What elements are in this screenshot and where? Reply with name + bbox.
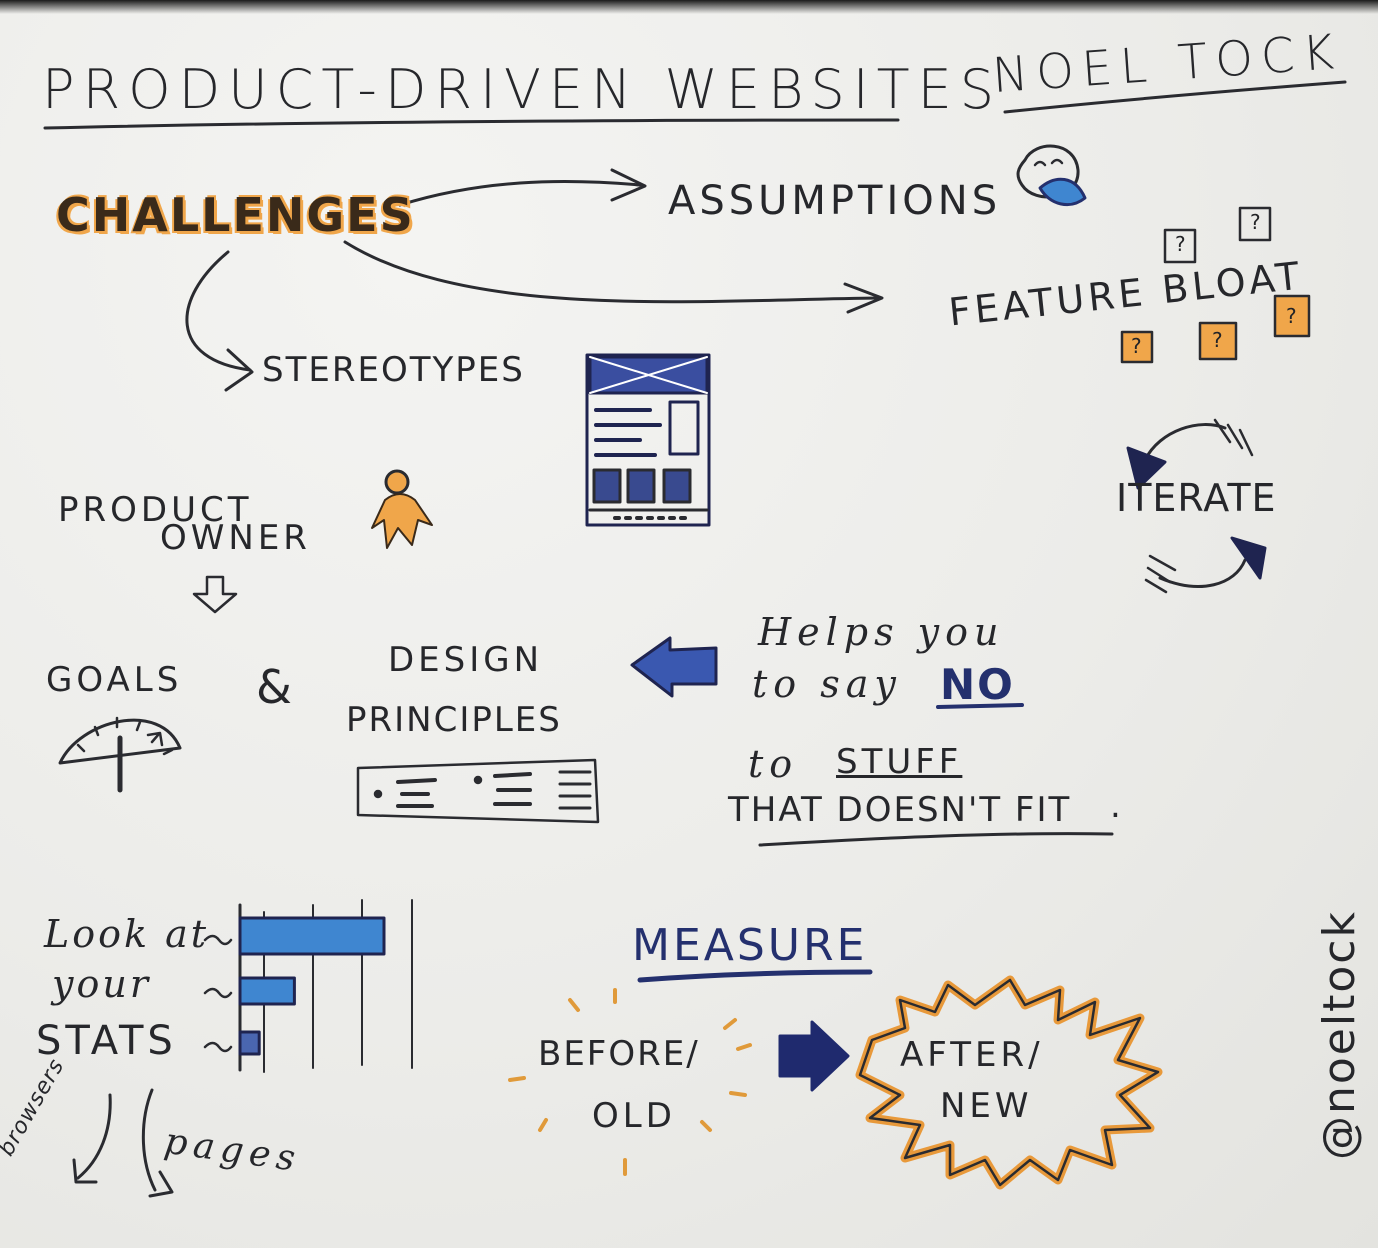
arrow-to-assumptions	[398, 180, 642, 207]
stats-line2: your	[52, 962, 151, 1006]
arrow-to-feature-bloat	[343, 240, 880, 304]
author-handle: @noeltock	[1314, 910, 1365, 1160]
iterate-cycle-icon	[1126, 418, 1267, 594]
helps-line3-to: to	[748, 742, 799, 786]
stereotypes-label: STEREOTYPES	[262, 350, 525, 390]
left-arrow-icon	[630, 636, 718, 698]
stuff-label: STUFF	[836, 742, 963, 782]
measure-label: MEASURE	[632, 920, 868, 971]
before-line2: OLD	[592, 1096, 676, 1136]
before-rays	[508, 988, 752, 1176]
before-line1: BEFORE/	[538, 1034, 700, 1074]
no-emphasis: NO	[940, 660, 1015, 709]
product-owner-person-icon	[371, 469, 433, 549]
title-underline	[43, 118, 900, 130]
design-principles-line1: DESIGN	[388, 640, 544, 680]
paper-edge-shadow	[0, 0, 1378, 14]
helps-line1: Helps you	[758, 610, 1005, 654]
down-arrow-icon	[192, 575, 238, 614]
browsers-arrow	[76, 1093, 112, 1180]
feature-bloat-box-label: ?	[1286, 304, 1301, 328]
after-line1: AFTER/	[900, 1035, 1044, 1075]
measure-right-arrow	[778, 1020, 850, 1092]
feature-bloat-box-label: ?	[1175, 232, 1190, 256]
fit-underline	[758, 832, 1114, 847]
assumptions-face-icon	[1016, 144, 1087, 207]
author-underline	[1003, 80, 1347, 114]
helps-line2: to say	[752, 662, 902, 706]
stats-bar	[238, 916, 386, 956]
no-underline	[936, 703, 1024, 709]
design-principles-sketch	[356, 758, 600, 824]
goals-label: GOALS	[46, 660, 183, 700]
pages-arrow	[141, 1088, 157, 1192]
page-title: PRODUCT-DRIVEN WEBSITES	[42, 58, 1003, 121]
arrow-to-stereotypes	[185, 250, 252, 372]
stats-line3: STATS	[36, 1018, 177, 1064]
stats-bar	[238, 1030, 261, 1056]
challenges-label: CHALLENGES	[56, 188, 415, 242]
feature-bloat-boxes	[1120, 206, 1311, 364]
website-wireframe-sketch	[585, 353, 711, 527]
stats-bar	[238, 976, 296, 1006]
helps-period: .	[1110, 786, 1125, 826]
feature-bloat-box-label: ?	[1131, 334, 1146, 358]
assumptions-label: ASSUMPTIONS	[668, 178, 1002, 224]
product-owner-line2: OWNER	[160, 518, 311, 558]
design-principles-line2: PRINCIPLES	[346, 700, 562, 740]
goals-gauge-icon	[58, 716, 182, 793]
after-starburst	[855, 975, 1163, 1190]
iterate-label: ITERATE	[1116, 476, 1277, 520]
after-line2: NEW	[940, 1086, 1033, 1126]
ampersand: &	[256, 660, 296, 714]
stats-line1: Look at	[44, 912, 210, 956]
helps-line4: THAT DOESN'T FIT	[728, 790, 1072, 830]
measure-underline	[637, 969, 873, 983]
feature-bloat-box-label: ?	[1250, 210, 1265, 234]
product-owner-line1: PRODUCT	[58, 490, 253, 530]
feature-bloat-box-label: ?	[1212, 328, 1227, 352]
